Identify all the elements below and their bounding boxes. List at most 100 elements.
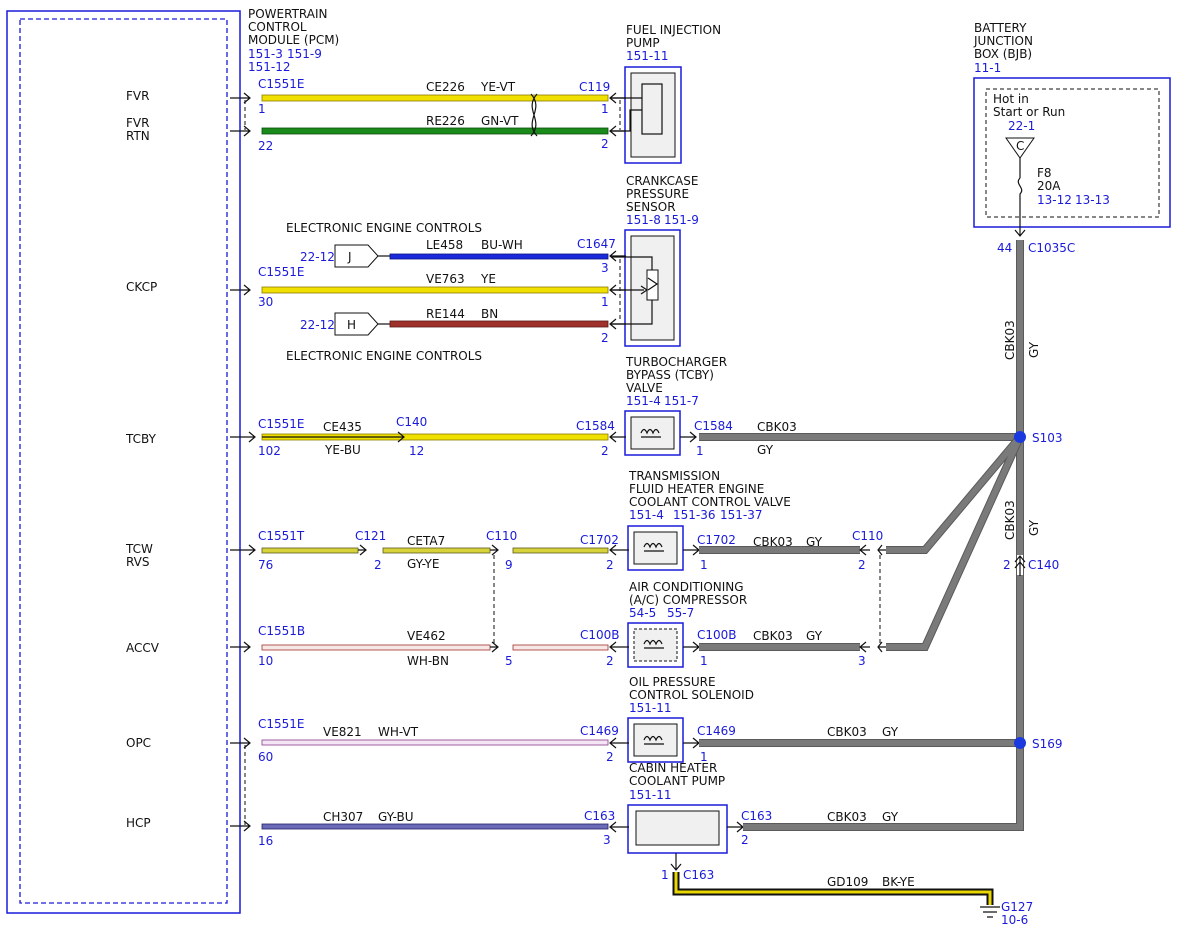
pin-2-j: 2 — [1003, 558, 1011, 572]
conn-c121: C121 — [355, 529, 386, 543]
bjb-box — [973, 77, 1171, 228]
pin-2-c: 2 — [601, 444, 609, 458]
wire-ve821 — [261, 739, 609, 746]
tcby-title-2: BYPASS (TCBY) — [626, 368, 714, 382]
wire-id-cbk03-vert-1: CBK03 — [1003, 320, 1017, 360]
conn-c140-a: C140 — [396, 415, 427, 429]
pcm-title-1: POWERTRAIN — [248, 7, 328, 21]
c140-inline-arrow — [262, 431, 405, 443]
ground-g127: G127 — [1001, 900, 1033, 914]
ccp-sensor-symbol — [646, 269, 659, 301]
ac-title-1: AIR CONDITIONING — [629, 580, 744, 594]
wire-color-whbn: WH-BN — [407, 654, 449, 668]
pin-16: 16 — [258, 834, 273, 848]
chp-pin-arrows — [609, 821, 744, 833]
wire-color-whvt: WH-VT — [378, 725, 419, 739]
wire-re144 — [389, 320, 609, 328]
tcby-component-box — [624, 410, 681, 456]
eec-h-ref: 22-12 — [300, 318, 335, 332]
bjb-hot-2: Start or Run — [993, 105, 1065, 119]
wire-id-ce435: CE435 — [323, 420, 362, 434]
pin-1-c: 1 — [601, 295, 609, 309]
tfh-component-box — [627, 525, 684, 571]
conn-c1647: C1647 — [577, 237, 616, 251]
tcby-ref-1: 151-4 — [626, 394, 661, 408]
conn-c163-a: C163 — [584, 809, 615, 823]
c140-harness-arrow — [1014, 555, 1026, 576]
twisted-pair-symbol — [530, 93, 538, 137]
wire-id-cbk03-b: CBK03 — [753, 535, 793, 549]
wire-color-bkye: BK-YE — [882, 875, 915, 889]
chp-body — [635, 810, 720, 846]
pin-76: 76 — [258, 558, 273, 572]
pin-5: 5 — [505, 654, 513, 668]
pcm-title-2: CONTROL — [248, 20, 307, 34]
conn-c119: C119 — [579, 80, 610, 94]
pin-1-d: 1 — [696, 444, 704, 458]
pin-fvr-rtn-2: RTN — [126, 129, 150, 143]
tfh-ref-1: 151-4 — [629, 508, 664, 522]
chp-ground-arrow — [670, 853, 682, 871]
bjb-fuse-ref-1: 13-12 — [1037, 193, 1072, 207]
tfh-title-1: TRANSMISSION — [628, 469, 720, 483]
eec-label-bottom: ELECTRONIC ENGINE CONTROLS — [286, 349, 482, 363]
pin-102: 102 — [258, 444, 281, 458]
opcs-coil-symbol — [643, 735, 664, 745]
pin-fvr: FVR — [126, 89, 149, 103]
wire-ceta7-seg1 — [261, 547, 359, 554]
pin-2-f: 2 — [858, 558, 866, 572]
tfh-pin-arrows — [358, 544, 700, 556]
wire-id-ch307: CH307 — [323, 810, 363, 824]
chp-title-2: COOLANT PUMP — [629, 774, 725, 788]
pin-1-e: 1 — [700, 558, 708, 572]
wire-re226 — [261, 127, 609, 135]
opcs-pin-arrows — [609, 737, 700, 749]
conn-c140-b: C140 — [1028, 558, 1059, 572]
pin-3-c: 3 — [603, 833, 611, 847]
opcs-component-box — [627, 717, 684, 763]
bjb-title-1: BATTERY — [974, 21, 1027, 35]
bjb-ref: 11-1 — [974, 61, 1001, 75]
pcm-module-box — [6, 10, 241, 914]
pin-2-a: 2 — [601, 137, 609, 151]
wire-id-cbk03-c: CBK03 — [753, 629, 793, 643]
opcs-title-2: CONTROL SOLENOID — [629, 688, 754, 702]
conn-c100b-a: C100B — [580, 628, 620, 642]
wire-ve462-seg1 — [261, 644, 491, 651]
pin-22: 22 — [258, 139, 273, 153]
wire-id-cbk03-a: CBK03 — [757, 420, 797, 434]
bjb-fuse-line — [1014, 158, 1026, 237]
pin-3-b: 3 — [858, 654, 866, 668]
wire-color-buwh: BU-WH — [481, 238, 523, 252]
splice-s169 — [1014, 737, 1026, 749]
wire-color-gy-a: GY — [757, 443, 774, 457]
bjb-fuse: F8 — [1037, 166, 1052, 180]
wire-ch307 — [261, 823, 609, 830]
pcm-module-inner — [19, 18, 228, 904]
wire-color-yevt: YE-VT — [480, 80, 516, 94]
tcby-coil-symbol — [640, 428, 661, 438]
eec-j-letter: J — [347, 250, 352, 264]
fip-motor-symbol — [641, 83, 663, 135]
conn-c1551t: C1551T — [258, 529, 305, 543]
bjb-src-ref: 22-1 — [1008, 119, 1035, 133]
wire-ve462-seg2 — [512, 644, 609, 651]
conn-c1584-a: C1584 — [576, 419, 615, 433]
conn-c1551e-d: C1551E — [258, 717, 305, 731]
pin-1-a: 1 — [258, 102, 266, 116]
pcm-pin-arrows — [230, 92, 256, 832]
pin-2-d: 2 — [374, 558, 382, 572]
eec-j-flag — [334, 244, 379, 268]
ccp-sensor-arrow — [640, 277, 659, 295]
conn-c1551b: C1551B — [258, 624, 305, 638]
conn-c1035c: C1035C — [1028, 241, 1075, 255]
fip-ref: 151-11 — [626, 49, 669, 63]
pin-1-b: 1 — [601, 102, 609, 116]
wire-id-ceta7: CETA7 — [407, 534, 445, 548]
wire-le458 — [389, 253, 609, 260]
wire-color-gy-e: GY — [882, 810, 899, 824]
ac-component-box — [627, 622, 684, 668]
pin-2-e: 2 — [606, 558, 614, 572]
wire-color-gy-vert-2: GY — [1027, 519, 1041, 536]
